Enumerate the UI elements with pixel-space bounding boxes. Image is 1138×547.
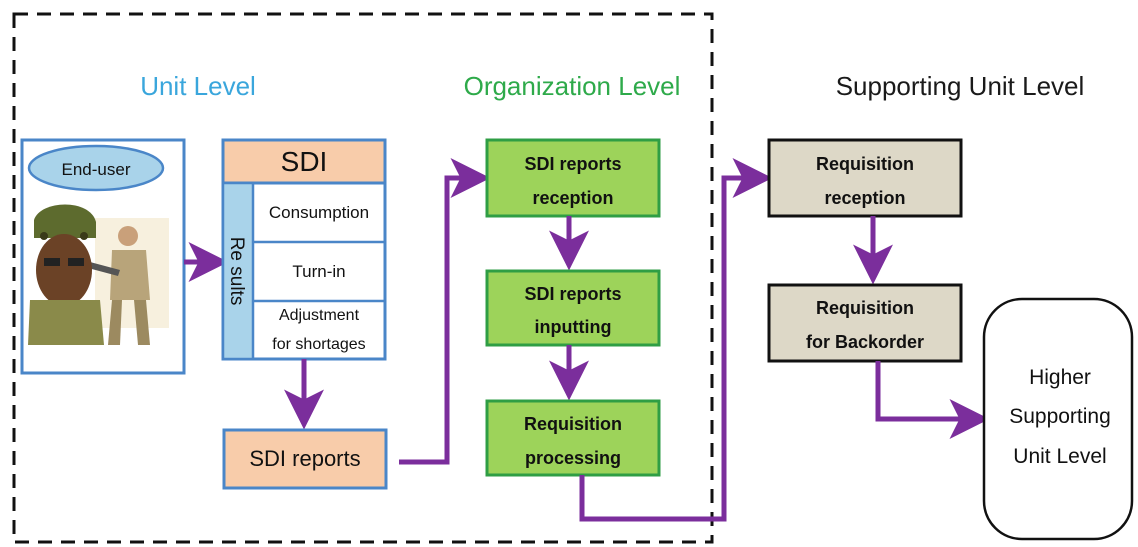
- higher-supporting-unit-box: Higher Supporting Unit Level: [982, 297, 1134, 541]
- requisition-reception-box: Requisition reception: [767, 138, 963, 218]
- arrow-reports-to-reception: [399, 158, 491, 465]
- sdi-box: SDI Re sults Consumption Turn-in Adjustm…: [221, 138, 387, 361]
- results-label: Re sults: [226, 237, 247, 306]
- heading-supporting-unit-level: Supporting Unit Level: [836, 71, 1085, 101]
- consumption-label: Consumption: [269, 203, 369, 222]
- req-reception-line2: reception: [824, 188, 905, 208]
- results-bar: [221, 181, 255, 361]
- higher-line1: Higher: [1029, 366, 1091, 389]
- arrow-processing-to-req-reception: [579, 158, 773, 522]
- processing-line2: processing: [525, 448, 621, 468]
- turn-in-label: Turn-in: [292, 262, 345, 281]
- arrow-backorder-to-higher: [875, 361, 990, 439]
- adjustment-label-line1: Adjustment: [279, 307, 360, 324]
- sdi-reports-label: SDI reports: [249, 446, 360, 471]
- sdi-reports-box: SDI reports: [222, 428, 388, 490]
- backorder-line2: for Backorder: [806, 332, 924, 352]
- reception-line2: reception: [532, 188, 613, 208]
- sdi-title: SDI: [281, 146, 328, 177]
- reception-line1: SDI reports: [524, 154, 621, 174]
- end-user-label: End-user: [62, 160, 131, 179]
- sdi-title-bar: [221, 138, 387, 185]
- end-user-badge: [27, 144, 165, 192]
- heading-organization-level: Organization Level: [464, 71, 681, 101]
- sdi-reports-inputting-box: SDI reports inputting: [485, 269, 661, 347]
- backorder-line1: Requisition: [816, 298, 914, 318]
- adjustment-label-line2: for shortages: [272, 336, 365, 353]
- dashed-boundary: [12, 12, 714, 544]
- higher-line3: Unit Level: [1013, 445, 1106, 468]
- end-user-box: End-user: [20, 138, 186, 375]
- inputting-line1: SDI reports: [524, 284, 621, 304]
- processing-line1: Requisition: [524, 414, 622, 434]
- inputting-line2: inputting: [535, 317, 612, 337]
- requisition-processing-box: Requisition processing: [485, 399, 661, 477]
- heading-unit-level: Unit Level: [140, 71, 256, 101]
- higher-line2: Supporting: [1009, 405, 1111, 428]
- soldier-image: [28, 204, 169, 345]
- req-reception-line1: Requisition: [816, 154, 914, 174]
- requisition-backorder-box: Requisition for Backorder: [767, 283, 963, 363]
- sdi-reports-reception-box: SDI reports reception: [485, 138, 661, 218]
